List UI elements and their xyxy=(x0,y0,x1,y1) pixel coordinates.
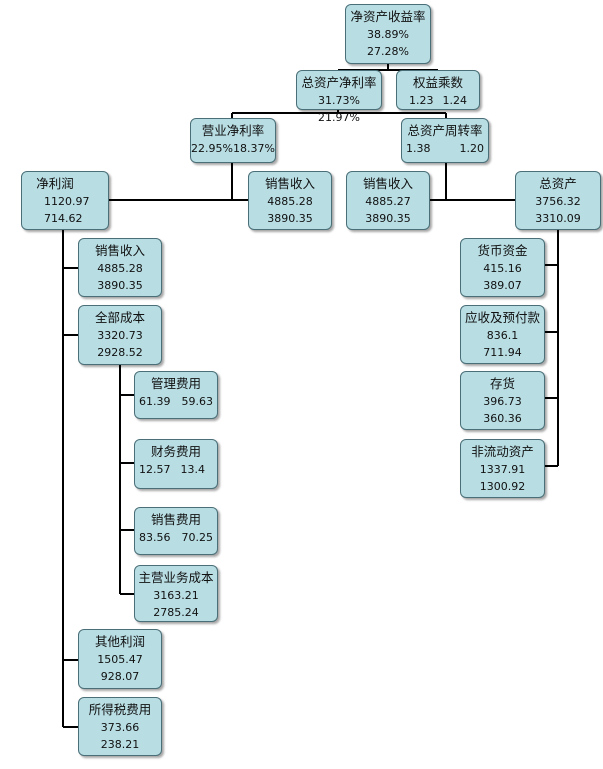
node-value-1: 1120.97 xyxy=(44,195,90,208)
node-title: 权益乘数 xyxy=(412,75,463,90)
node-roe: 净资产收益率 38.89% 27.28% xyxy=(345,4,431,64)
node-values: 83.56 70.25 xyxy=(135,529,217,546)
node-value-2: 1.20 xyxy=(459,142,485,155)
node-other-profit: 其他利润 1505.47 928.07 xyxy=(78,629,162,689)
node-equity-multiplier: 权益乘数 1.23 1.24 xyxy=(396,70,480,110)
node-value-1: 83.56 xyxy=(139,531,171,544)
node-title: 财务费用 xyxy=(150,444,201,459)
node-noncurrent-assets: 非流动资产 1337.91 1300.92 xyxy=(460,439,545,498)
node-title: 主营业务成本 xyxy=(138,570,214,585)
node-title: 其他利润 xyxy=(94,634,145,649)
node-value-1: 1337.91 xyxy=(479,463,526,476)
node-value-2: 3310.09 xyxy=(535,212,581,225)
node-value-1: 4885.28 xyxy=(267,195,313,208)
node-total-cost: 全部成本 3320.73 2928.52 xyxy=(78,305,162,365)
node-value-1: 3320.73 xyxy=(97,329,143,342)
node-value-1: 31.73% xyxy=(318,94,360,107)
node-value-2: 928.07 xyxy=(100,670,140,683)
node-inventory: 存货 396.73 360.36 xyxy=(460,371,545,430)
node-value-1: 1.23 xyxy=(409,94,434,107)
node-value-2: 1300.92 xyxy=(479,480,526,493)
node-value-2: 238.21 xyxy=(100,738,140,751)
node-title: 销售收入 xyxy=(362,176,413,191)
node-values: 1.23 1.24 xyxy=(397,92,479,109)
node-net-margin: 营业净利率 22.95%18.37% xyxy=(190,118,276,163)
node-value-1: 22.95% xyxy=(191,142,233,155)
node-main-business-cost: 主营业务成本 3163.21 2785.24 xyxy=(134,565,218,622)
node-values: 22.95%18.37% xyxy=(191,140,275,157)
node-total-assets: 总资产 3756.32 3310.09 xyxy=(515,171,601,230)
node-title: 总资产周转率 xyxy=(407,123,483,138)
node-values: 61.39 59.63 xyxy=(135,393,217,410)
node-value-1: 12.57 xyxy=(139,463,171,476)
node-value-1: 4885.27 xyxy=(365,195,411,208)
node-value-1: 415.16 xyxy=(483,262,522,275)
node-asset-turnover: 总资产周转率 1.38 1.20 xyxy=(401,118,489,163)
node-values: 31.73% 21.97% xyxy=(297,92,381,126)
node-title: 总资产净利率 xyxy=(301,75,377,90)
node-value-2: 59.63 xyxy=(181,395,214,408)
node-title: 净资产收益率 xyxy=(350,9,426,24)
node-financial-expense: 财务费用 12.57 13.4 xyxy=(134,439,218,489)
node-title: 所得税费用 xyxy=(88,702,152,717)
node-values: 1.38 1.20 xyxy=(402,140,488,157)
node-cash: 货币资金 415.16 389.07 xyxy=(460,238,545,297)
node-value-2: 70.25 xyxy=(181,531,214,544)
node-sales-revenue-c: 销售收入 4885.28 3890.35 xyxy=(78,238,162,297)
node-management-expense: 管理费用 61.39 59.63 xyxy=(134,371,218,419)
node-value-1: 396.73 xyxy=(483,395,522,408)
node-title: 货币资金 xyxy=(477,243,528,258)
node-net-profit: 净利润 1120.97 714.62 xyxy=(21,171,109,230)
node-value-2: 360.36 xyxy=(483,412,522,425)
node-value-1: 1505.47 xyxy=(97,653,143,666)
node-title: 营业净利率 xyxy=(201,123,265,138)
node-value-2: 3890.35 xyxy=(267,212,313,225)
node-title: 全部成本 xyxy=(94,310,145,325)
node-title: 销售费用 xyxy=(150,512,201,527)
node-value-1: 3163.21 xyxy=(153,589,199,602)
node-title: 销售收入 xyxy=(94,243,145,258)
node-value-1: 1.38 xyxy=(406,142,431,155)
node-value-1: 373.66 xyxy=(100,721,140,734)
node-value-2: 3890.35 xyxy=(97,279,143,292)
node-title: 存货 xyxy=(489,376,515,391)
node-roa: 总资产净利率 31.73% 21.97% xyxy=(296,70,382,124)
node-value-1: 61.39 xyxy=(139,395,171,408)
node-title: 总资产 xyxy=(539,176,577,191)
node-value-2: 2785.24 xyxy=(153,606,199,619)
node-values: 12.57 13.4 xyxy=(135,461,217,478)
node-title: 管理费用 xyxy=(150,376,201,391)
node-value-2: 389.07 xyxy=(483,279,522,292)
node-title: 销售收入 xyxy=(264,176,315,191)
node-value-1: 4885.28 xyxy=(97,262,143,275)
node-value-2: 27.28% xyxy=(367,45,409,58)
node-value-1: 836.1 xyxy=(486,329,519,342)
node-value-2: 21.97% xyxy=(318,111,360,124)
node-value-2: 3890.35 xyxy=(365,212,411,225)
node-title: 净利润 xyxy=(36,176,74,191)
node-receivables: 应收及预付款 836.1 711.94 xyxy=(460,305,545,364)
node-selling-expense: 销售费用 83.56 70.25 xyxy=(134,507,218,555)
node-value-2: 1.24 xyxy=(442,94,468,107)
node-value-2: 18.37% xyxy=(233,142,275,155)
node-income-tax: 所得税费用 373.66 238.21 xyxy=(78,697,162,756)
node-sales-revenue-a: 销售收入 4885.28 3890.35 xyxy=(248,171,332,230)
node-title: 非流动资产 xyxy=(471,444,534,459)
node-value-2: 2928.52 xyxy=(97,346,143,359)
node-value-1: 38.89% xyxy=(367,28,409,41)
node-value-2: 711.94 xyxy=(483,346,522,359)
node-value-1: 3756.32 xyxy=(535,195,581,208)
node-title: 应收及预付款 xyxy=(464,310,540,325)
node-value-2: 714.62 xyxy=(44,212,83,225)
node-sales-revenue-b: 销售收入 4885.27 3890.35 xyxy=(346,171,430,230)
node-value-2: 13.4 xyxy=(180,463,206,476)
